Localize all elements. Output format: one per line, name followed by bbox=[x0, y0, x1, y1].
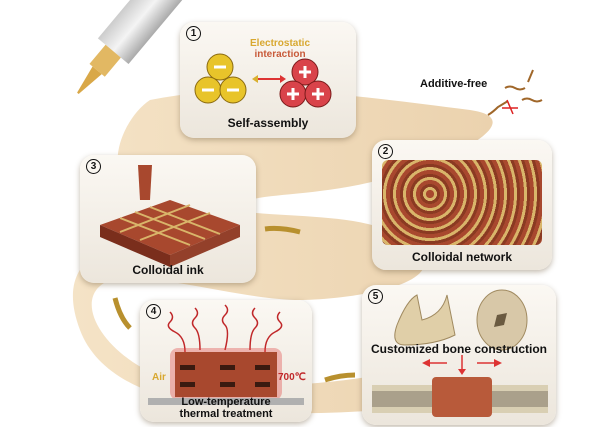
step-number: 4 bbox=[146, 304, 161, 319]
network-illustration bbox=[382, 160, 542, 245]
jaw-icon bbox=[394, 294, 456, 346]
annotation-electrostatic: Electrostatic bbox=[250, 38, 311, 49]
panel-colloidal-network: 2 Colloidal network bbox=[372, 140, 552, 270]
panel-colloidal-ink: 3 Colloidal ink bbox=[80, 155, 256, 283]
printing-illustration bbox=[100, 165, 240, 267]
air-label: Air bbox=[152, 372, 166, 383]
caption-line2: thermal treatment bbox=[179, 408, 273, 420]
panel-bone-construction: 5 Customized bone construction bbox=[362, 285, 556, 425]
temperature-label: 700℃ bbox=[278, 372, 306, 383]
caption: Colloidal network bbox=[411, 250, 512, 264]
caption: Self-assembly bbox=[227, 116, 309, 130]
step-number: 3 bbox=[86, 159, 101, 174]
step-number: 2 bbox=[378, 144, 393, 159]
panel-thermal-treatment: 4 Air 700℃ Low-temperature thermal treat… bbox=[140, 300, 312, 422]
particles-illustration bbox=[194, 53, 332, 108]
step-number: 1 bbox=[186, 26, 201, 41]
additive-free-label: Additive-free bbox=[420, 78, 488, 90]
heating-illustration bbox=[148, 304, 304, 405]
fiber-icons bbox=[487, 69, 543, 116]
panel-self-assembly: 1 Electrostatic interaction Self-assembl… bbox=[180, 22, 356, 138]
step-number: 5 bbox=[368, 289, 383, 304]
caption: Customized bone construction bbox=[370, 342, 547, 356]
bone-illustration bbox=[372, 289, 548, 417]
caption-line1: Low-temperature bbox=[181, 396, 271, 408]
caption: Colloidal ink bbox=[132, 263, 204, 277]
annotation-interaction: interaction bbox=[254, 49, 306, 60]
